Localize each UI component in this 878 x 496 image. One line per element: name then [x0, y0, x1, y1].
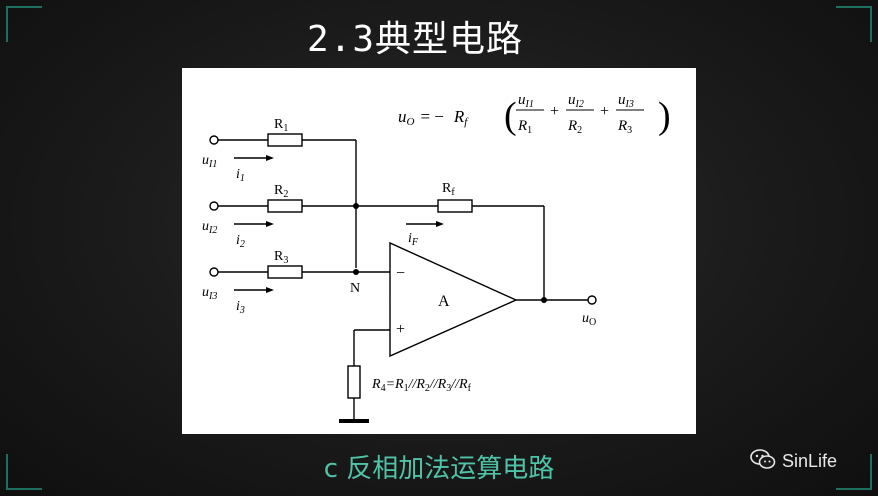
resistor-rf — [437, 199, 473, 213]
label-if: iF — [408, 231, 419, 248]
input-terminal-2 — [209, 201, 219, 211]
label-r2: R2 — [274, 183, 288, 200]
svg-text:uI1: uI1 — [518, 92, 534, 110]
watermark: SinLife — [750, 448, 837, 474]
current-arrow-3 — [266, 287, 274, 293]
svg-text:R2: R2 — [567, 118, 582, 136]
opamp-label: A — [438, 293, 450, 310]
formula-term-3: uI3 R3 — [616, 92, 644, 136]
opamp-minus-sign: − — [396, 265, 405, 282]
current-arrow-2 — [266, 221, 274, 227]
input-terminal-3 — [209, 267, 219, 277]
junction-dot-output — [541, 297, 547, 303]
label-rf: Rf — [442, 181, 455, 198]
formula-term-1: uI1 R1 — [516, 92, 544, 136]
opamp-triangle — [389, 241, 518, 358]
svg-text:uI3: uI3 — [618, 92, 634, 110]
formula-plus-2: + — [600, 103, 609, 120]
formula-left-paren: ( — [504, 95, 517, 137]
label-node-n: N — [350, 281, 360, 296]
label-i2: i2 — [236, 233, 245, 250]
formula: uO= −Rf — [398, 107, 469, 128]
junction-dot-1 — [353, 203, 359, 209]
resistor-r2 — [267, 199, 303, 213]
label-i3: i3 — [236, 299, 245, 316]
circuit-diagram: uO= −Rf ( ) uI1 R1 + uI2 R2 + uI3 R3 — [202, 92, 671, 423]
label-i1: i1 — [236, 167, 245, 184]
frame-corner-bottom-right — [836, 454, 872, 490]
formula-right-paren: ) — [658, 95, 671, 137]
junction-node-n — [353, 269, 359, 275]
label-u-i1: uI1 — [202, 153, 217, 170]
label-u-o: uO — [582, 311, 596, 328]
label-r1: R1 — [274, 117, 288, 134]
resistor-r3 — [267, 265, 303, 279]
frame-corner-top-right — [836, 6, 872, 42]
frame-corner-bottom-left — [6, 454, 42, 490]
svg-text:R3: R3 — [617, 118, 632, 136]
frame-corner-top-left — [6, 6, 42, 42]
label-r3: R3 — [274, 249, 288, 266]
output-terminal — [587, 295, 597, 305]
label-u-i2: uI2 — [202, 219, 217, 236]
formula-plus-1: + — [550, 103, 559, 120]
current-arrow-1 — [266, 155, 274, 161]
current-arrow-f — [436, 221, 444, 227]
input-terminal-1 — [209, 135, 219, 145]
label-r4: R4=R1//R2//R3//Rf — [371, 377, 472, 394]
resistor-r1 — [267, 133, 303, 147]
svg-text:uI2: uI2 — [568, 92, 584, 110]
label-u-i3: uI3 — [202, 285, 217, 302]
diagram-caption: c 反相加法运算电路 — [323, 454, 555, 484]
watermark-text: SinLife — [782, 450, 838, 471]
slide-title: 2.3典型电路 — [306, 19, 524, 60]
svg-text:R1: R1 — [517, 118, 532, 136]
formula-term-2: uI2 R2 — [566, 92, 594, 136]
circuit-panel: uO= −Rf ( ) uI1 R1 + uI2 R2 + uI3 R3 — [182, 68, 696, 434]
resistor-r4 — [347, 365, 361, 399]
opamp-plus-sign: + — [396, 321, 405, 338]
wechat-icon — [750, 448, 776, 475]
